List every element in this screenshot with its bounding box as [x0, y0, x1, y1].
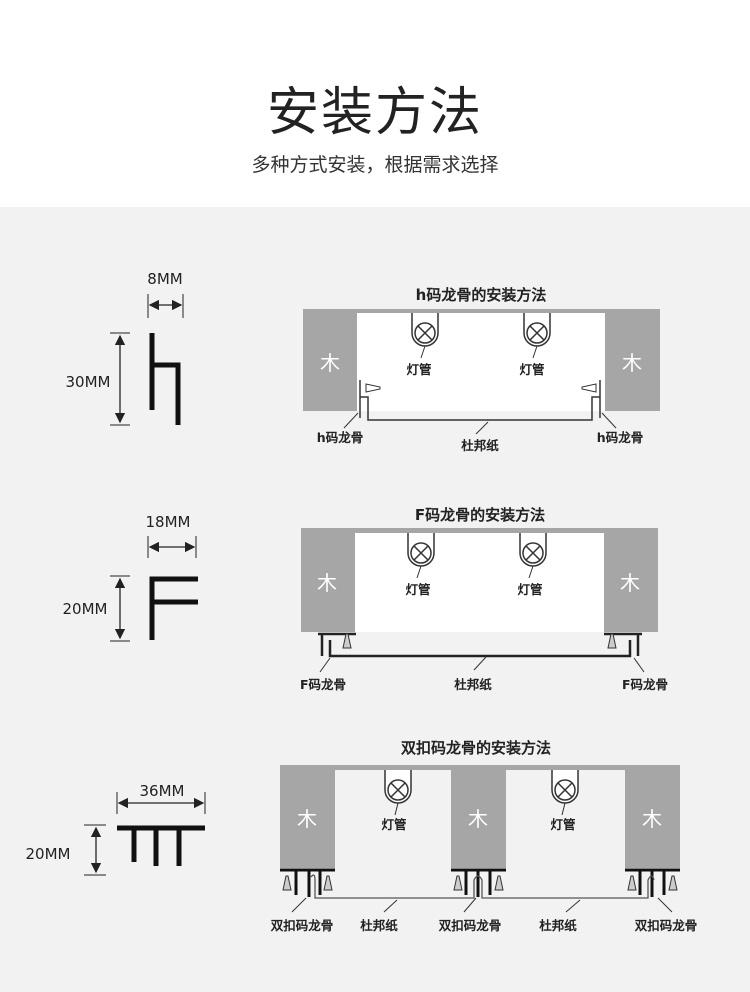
section-title: 双扣码龙骨的安装方法 — [401, 739, 551, 757]
paper-label: 杜邦纸 — [461, 438, 499, 453]
section-double-profile: 36MM 20MM — [26, 782, 206, 876]
header: 安装方法 多种方式安装，根据需求选择 — [0, 0, 750, 207]
keel-label: h码龙骨 — [317, 430, 363, 445]
keel-label: 双扣码龙骨 — [634, 918, 698, 933]
paper-label: 杜邦纸 — [360, 918, 398, 933]
lamp-label: 灯管 — [517, 582, 542, 597]
f-profile-shape — [149, 576, 198, 640]
lamp-label: 灯管 — [406, 362, 431, 377]
section-title: F码龙骨的安装方法 — [415, 506, 545, 524]
width-dim-label: 8MM — [147, 270, 182, 288]
keel-label: h码龙骨 — [597, 430, 643, 445]
wood-label: 木 — [297, 807, 317, 831]
wood-label: 木 — [468, 807, 488, 831]
lamp-icon — [384, 769, 412, 804]
page-subtitle: 多种方式安装，根据需求选择 — [251, 154, 499, 176]
paper-label: 杜邦纸 — [539, 918, 577, 933]
height-dim-label: 20MM — [26, 845, 71, 863]
wood-label: 木 — [317, 571, 337, 595]
double-profile-shape — [117, 825, 205, 866]
lamp-icon — [523, 312, 551, 347]
lamp-label: 灯管 — [519, 362, 544, 377]
lamp-icon — [411, 312, 439, 347]
keel-label: F码龙骨 — [300, 677, 346, 692]
keel-label: 双扣码龙骨 — [270, 918, 334, 933]
section-double-install: 双扣码龙骨的安装方法 木 木 木 灯管 灯管 双扣码龙骨 杜邦纸 双扣码龙骨 杜… — [270, 739, 698, 933]
dupont-paper-line — [310, 874, 655, 899]
lamp-icon — [519, 532, 547, 567]
section-title: h码龙骨的安装方法 — [416, 286, 547, 304]
section-f-install: F码龙骨的安装方法 木 木 灯管 灯管 F码龙骨 杜邦纸 F码龙骨 — [300, 506, 668, 692]
dupont-paper-line — [359, 380, 601, 421]
height-dim-label: 30MM — [66, 373, 111, 391]
section-h-install: h码龙骨的安装方法 木 木 灯管 灯管 h码龙骨 杜邦纸 h码龙骨 — [303, 286, 660, 453]
wood-label: 木 — [320, 351, 340, 375]
wood-label: 木 — [620, 571, 640, 595]
h-profile-shape — [149, 333, 181, 425]
wood-label: 木 — [642, 807, 662, 831]
section-f-profile: 18MM 20MM — [63, 513, 198, 642]
width-dim-label: 18MM — [146, 513, 191, 531]
wood-label: 木 — [622, 351, 642, 375]
page-title: 安装方法 — [266, 83, 483, 143]
paper-label: 杜邦纸 — [454, 677, 492, 692]
lamp-icon — [551, 769, 579, 804]
dupont-paper-line — [318, 632, 642, 658]
lamp-icon — [407, 532, 435, 567]
keel-label: F码龙骨 — [622, 677, 668, 692]
keel-label: 双扣码龙骨 — [438, 918, 502, 933]
lamp-label: 灯管 — [381, 817, 406, 832]
section-h-profile: 8MM 30MM — [66, 270, 184, 426]
lamp-label: 灯管 — [405, 582, 430, 597]
lamp-label: 灯管 — [550, 817, 575, 832]
height-dim-label: 20MM — [63, 600, 108, 618]
width-dim-label: 36MM — [140, 782, 185, 800]
